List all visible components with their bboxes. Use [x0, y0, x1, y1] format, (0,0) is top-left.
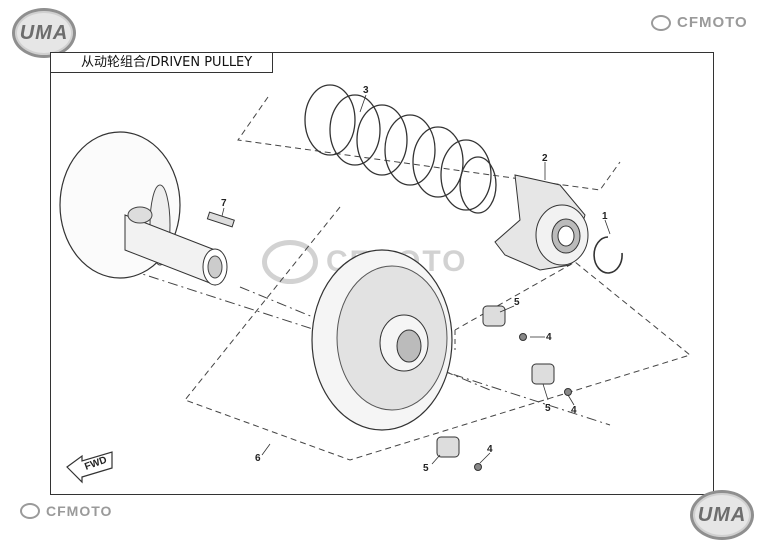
callout-4b: 4 — [571, 405, 577, 416]
callout-7: 7 — [221, 198, 227, 209]
diagram-title: 从动轮组合/DRIVEN PULLEY — [50, 52, 273, 73]
uma-logo-text: UMA — [19, 21, 69, 44]
spring-part — [304, 84, 497, 214]
circlip-part — [593, 236, 623, 274]
callout-4a: 4 — [546, 332, 552, 343]
dashed-outline-lower — [184, 206, 692, 461]
callout-2: 2 — [542, 153, 548, 164]
callout-5c: 5 — [423, 463, 429, 474]
key-part — [206, 211, 235, 228]
cfmoto-logo-icon — [651, 14, 671, 31]
callout-6: 6 — [255, 453, 261, 464]
movable-sheave-part — [311, 249, 453, 431]
cfmoto-brand-top: CFMOTO — [651, 14, 748, 31]
uma-logo-text: UMA — [697, 503, 747, 526]
cfmoto-watermark-icon — [262, 240, 318, 284]
spring-seat-part — [494, 174, 589, 271]
cfmoto-brand-text: CFMOTO — [46, 503, 113, 519]
uma-logo-icon: UMA — [12, 8, 76, 58]
callout-5b: 5 — [545, 403, 551, 414]
diagram-frame — [50, 52, 714, 495]
callout-5a: 5 — [514, 297, 520, 308]
dashed-outline-upper — [237, 96, 621, 191]
slider-part — [436, 305, 555, 458]
bolt-part — [474, 333, 572, 471]
callout-4c: 4 — [487, 444, 493, 455]
uma-logo-icon: UMA — [690, 490, 754, 540]
cfmoto-logo-icon — [20, 503, 40, 519]
cfmoto-brand-bottom: CFMOTO — [20, 503, 112, 519]
fwd-arrow-icon — [66, 451, 113, 484]
cfmoto-brand-text: CFMOTO — [677, 14, 748, 31]
callout-1: 1 — [602, 211, 608, 222]
callout-3: 3 — [363, 85, 369, 96]
